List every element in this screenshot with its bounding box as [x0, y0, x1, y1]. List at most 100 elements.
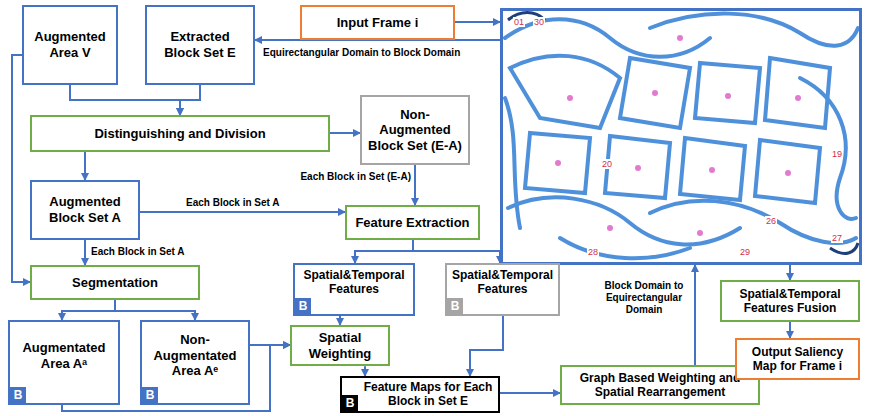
- edge-label: Equirectangular Domain to Block Domain: [262, 47, 500, 59]
- data-box: Augmented Area V: [22, 5, 118, 85]
- block-curve: [605, 136, 670, 198]
- connector-arrow: [180, 85, 200, 115]
- connector-arrow: [115, 300, 195, 320]
- block-number: 01: [513, 17, 525, 27]
- node-label: Spatial&Temporal Features: [451, 268, 554, 297]
- block-badge: B: [447, 298, 463, 314]
- equirectangular-illustration: [500, 8, 862, 265]
- node-label: Feature Maps for Each Block in Set E: [362, 380, 494, 409]
- feature-box: Spatial&Temporal FeaturesB: [293, 263, 415, 316]
- edge-label: Block Domain to Equirectangular Domain: [596, 280, 692, 316]
- node-label: Non- Augmentated Area Aᵉ: [146, 332, 244, 379]
- node-label: Augmentated Area Aᵃ: [14, 340, 114, 371]
- centre-dot: [555, 160, 561, 166]
- edge-label: Each Block in Set (E-A): [280, 171, 412, 183]
- centre-dot: [607, 225, 613, 231]
- centre-dot: [725, 93, 731, 99]
- centre-dot: [652, 90, 658, 96]
- block-badge: B: [10, 387, 26, 403]
- block-number: 30: [533, 17, 545, 27]
- connector-arrow: [455, 21, 500, 23]
- centre-dot: [677, 35, 683, 41]
- centre-dot: [785, 170, 791, 176]
- connector-arrow: [140, 211, 345, 213]
- centre-dot: [697, 230, 703, 236]
- node-label: Augmented Block Set A: [37, 194, 133, 225]
- centre-dot: [795, 95, 801, 101]
- data-box: Extracted Block Set E: [145, 5, 255, 85]
- node-label: Extracted Block Set E: [152, 29, 248, 60]
- connector-arrow: [414, 165, 416, 205]
- data-box: Non-Augmented Block Set (E-A): [360, 95, 470, 165]
- block-curve: [755, 140, 820, 203]
- node-label: Spatial&Temporal Features Fusion: [727, 287, 853, 316]
- edge-label: Each Block in Set A: [185, 197, 312, 209]
- block-centre-dots: [555, 35, 801, 236]
- connector-arrow: [84, 152, 86, 180]
- edge-label: Each Block in Set A: [90, 246, 217, 258]
- node-label: Spatial Weighting: [297, 330, 383, 361]
- block-number: 27: [831, 233, 843, 243]
- node-label: Non-Augmented Block Set (E-A): [367, 107, 463, 154]
- feature-map-box: Feature Maps for Each Block in Set EB: [340, 376, 500, 413]
- node-label: Output Saliency Map for Frame i: [742, 345, 853, 374]
- node-label: Input Frame i: [337, 15, 419, 31]
- connector-arrow: [789, 265, 791, 280]
- connector-arrow: [330, 132, 360, 134]
- node-label: Feature Extraction: [355, 215, 469, 231]
- process-box: Feature Extraction: [345, 205, 480, 240]
- node-label: Segmentation: [72, 275, 158, 291]
- area-box: Non- Augmentated Area Aᵉ B: [140, 320, 250, 405]
- block-outlines: [505, 14, 858, 259]
- connector-arrow: [62, 300, 115, 320]
- process-box: Segmentation: [30, 265, 200, 300]
- block-curve: [680, 138, 745, 200]
- connector-arrow: [70, 85, 180, 115]
- node-label: Graph Based Weighting and Spatial Rearra…: [567, 371, 753, 400]
- node-label: Spatial&Temporal Features: [299, 268, 409, 297]
- block-curve: [800, 78, 856, 219]
- block-curve: [508, 197, 740, 244]
- feature-box: Spatial&Temporal FeaturesB: [445, 263, 560, 316]
- block-curve: [560, 238, 690, 258]
- block-curve: [830, 243, 858, 253]
- block-number: 26: [765, 216, 777, 226]
- block-curve: [505, 98, 520, 228]
- centre-dot: [635, 165, 641, 171]
- image-ground: [500, 8, 862, 265]
- block-curve: [525, 133, 590, 193]
- block-number: 29: [739, 247, 751, 257]
- block-curve: [650, 201, 856, 243]
- area-box: Augmentated Area Aᵃ B: [8, 320, 120, 405]
- block-badge: B: [295, 298, 311, 314]
- block-number: 20: [601, 159, 613, 169]
- connector-arrow: [339, 316, 341, 325]
- connector-arrow: [364, 366, 366, 376]
- process-box: Graph Based Weighting and Spatial Rearra…: [560, 365, 760, 405]
- connector-arrow: [12, 55, 30, 282]
- connector-arrow: [470, 316, 503, 376]
- connector-arrow: [250, 344, 290, 346]
- block-curve: [695, 63, 760, 123]
- node-label: Distinguishing and Division: [94, 126, 265, 142]
- block-number: 28: [587, 247, 599, 257]
- data-box: Augmented Block Set A: [30, 180, 140, 240]
- block-curve: [510, 56, 620, 128]
- output-box: Output Saliency Map for Frame i: [735, 338, 860, 380]
- process-box: Distinguishing and Division: [30, 115, 330, 152]
- process-box: Spatial Weighting: [290, 325, 390, 366]
- process-box: Spatial&Temporal Features Fusion: [720, 280, 860, 322]
- connector-arrow: [500, 392, 560, 394]
- block-curve: [650, 14, 858, 46]
- node-label: Augmented Area V: [29, 29, 111, 60]
- centre-dot: [709, 167, 715, 173]
- equirectangular-frame: 01 30 20 19 26 28 29 27: [500, 8, 862, 265]
- input-box: Input Frame i: [300, 5, 455, 40]
- connector-arrow: [413, 240, 500, 263]
- connector-arrow: [84, 240, 86, 265]
- block-badge: B: [142, 387, 158, 403]
- block-badge: B: [342, 395, 358, 411]
- connector-arrow: [694, 265, 696, 365]
- block-number: 19: [831, 149, 843, 159]
- centre-dot: [567, 95, 573, 101]
